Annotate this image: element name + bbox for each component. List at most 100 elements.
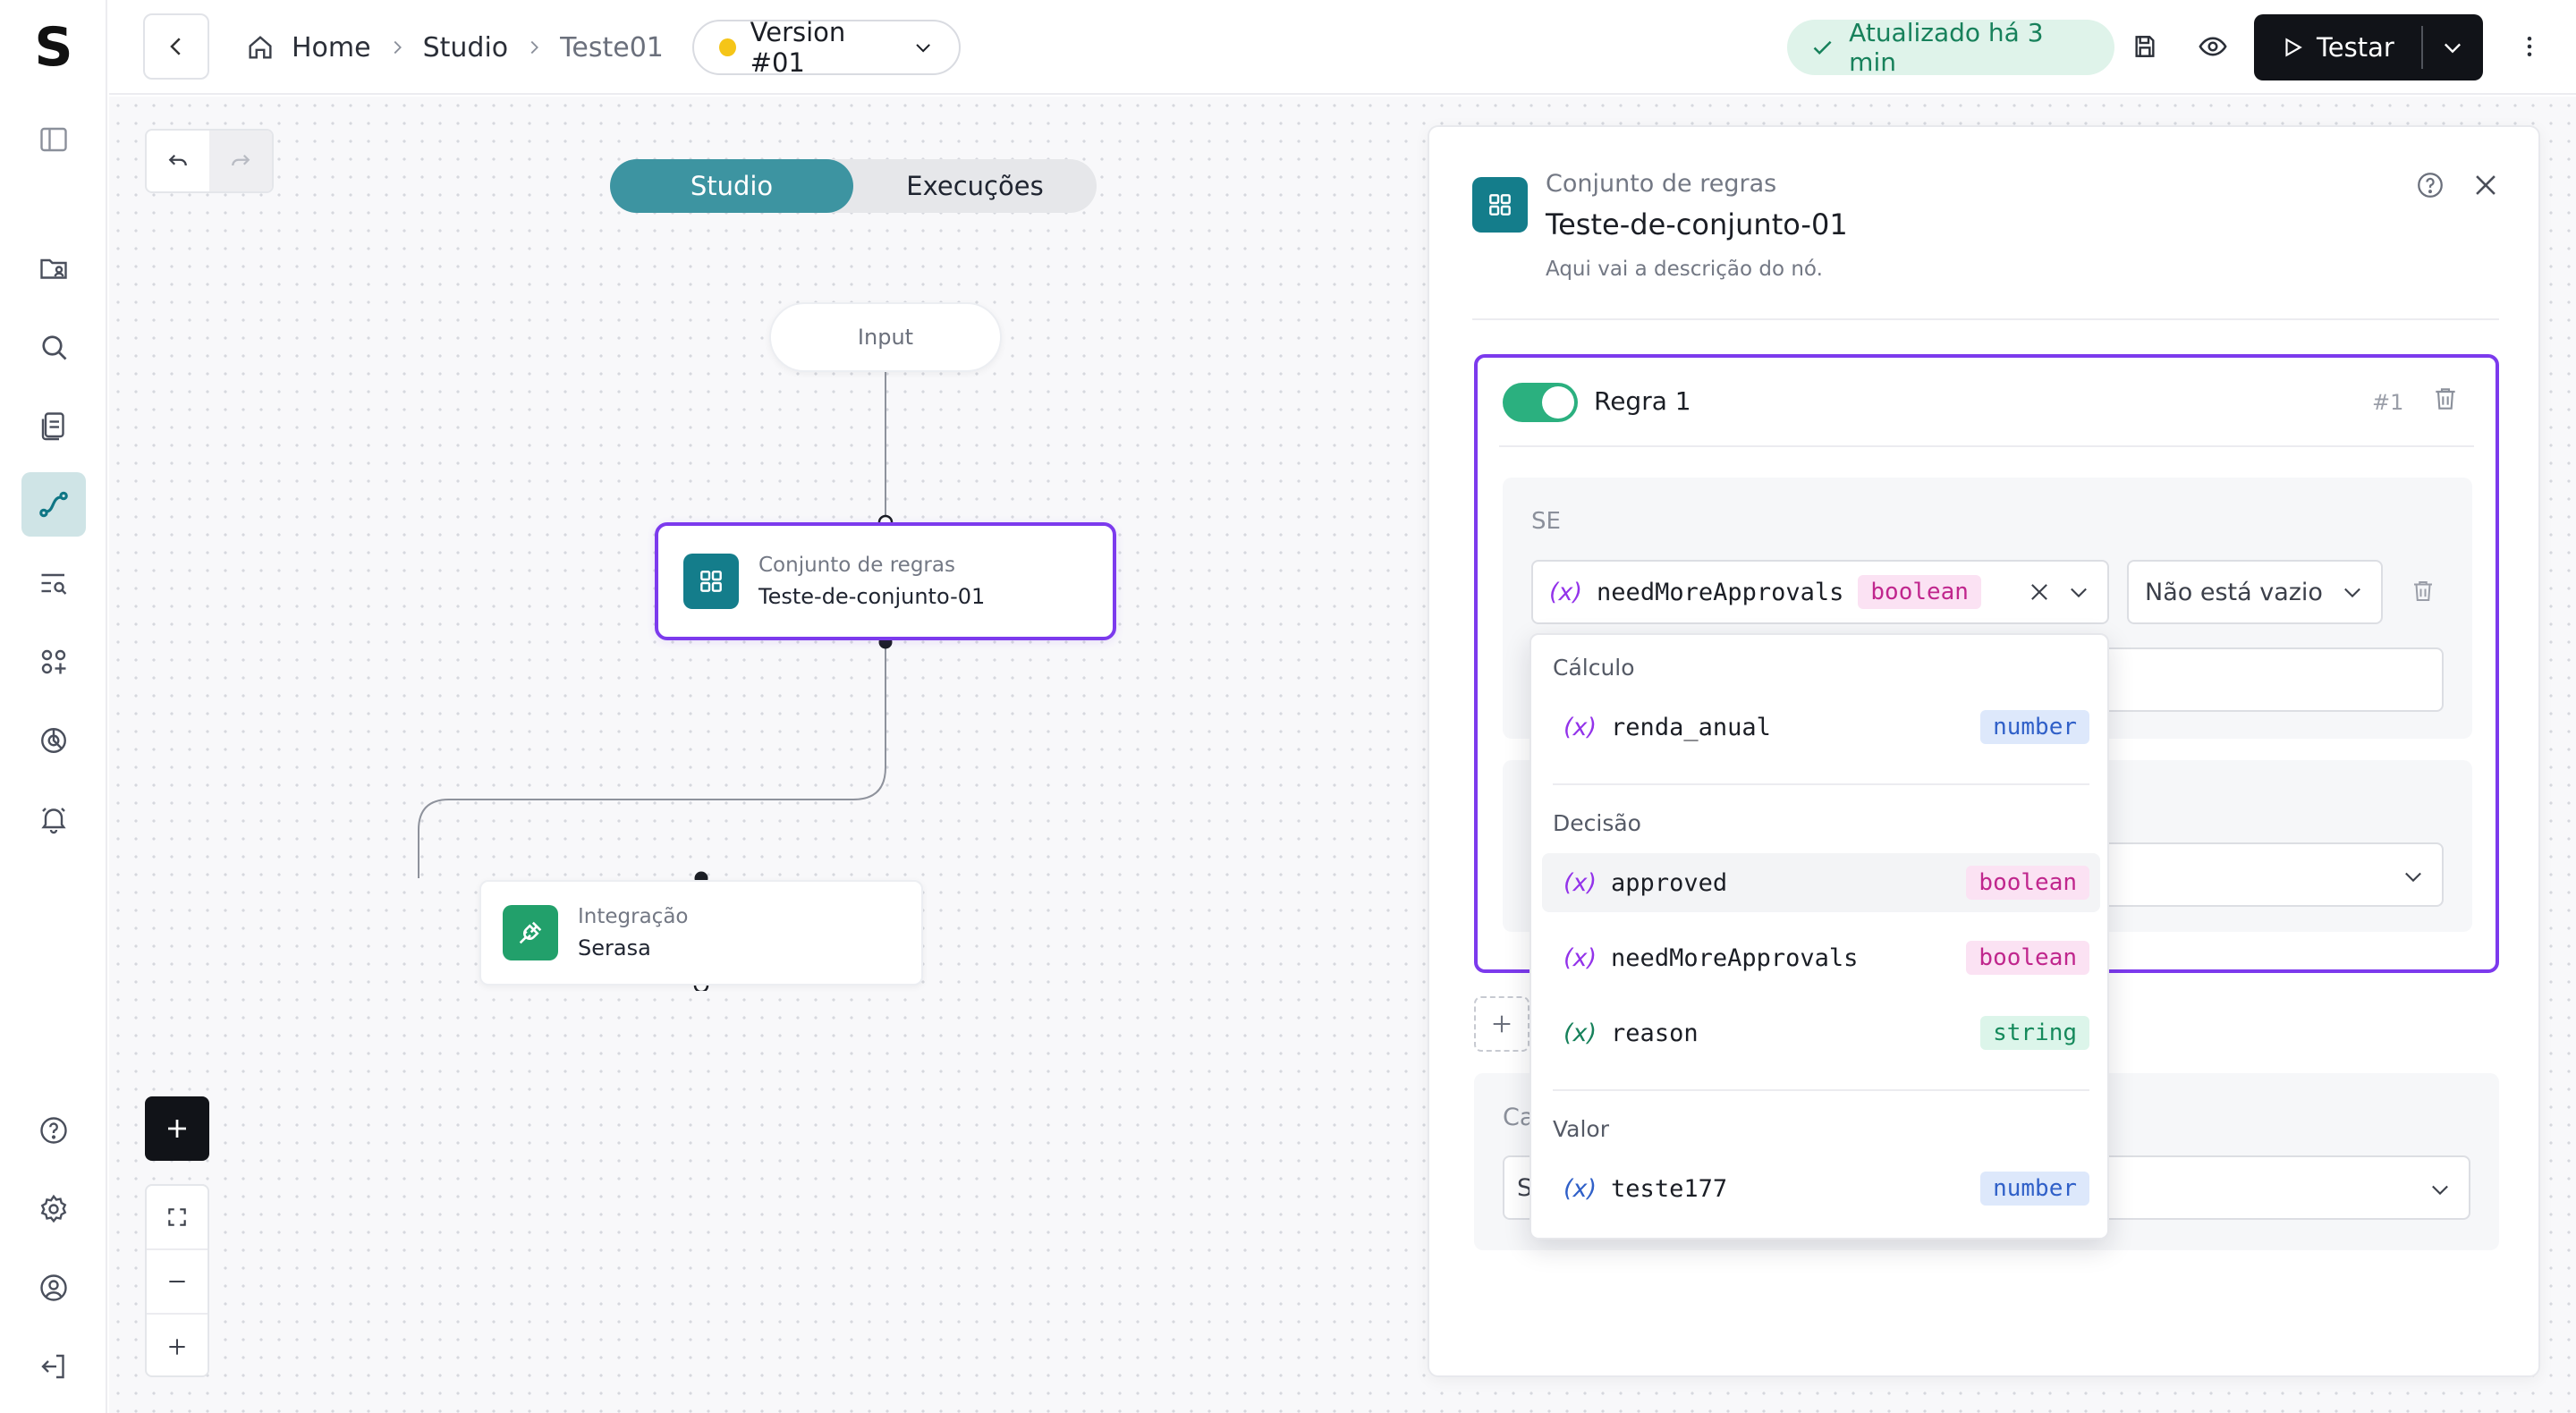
- breadcrumb-home[interactable]: Home: [292, 31, 371, 63]
- test-button[interactable]: Testar: [2254, 14, 2483, 80]
- operator-select[interactable]: Não está vazio: [2127, 560, 2383, 624]
- view-tabs: Studio Execuções: [610, 159, 1097, 213]
- rule-divider: [1499, 445, 2474, 447]
- option-name: reason: [1611, 1019, 1699, 1047]
- back-button[interactable]: [143, 13, 209, 80]
- folder-user-icon[interactable]: [21, 236, 86, 300]
- documents-icon[interactable]: [21, 393, 86, 458]
- logout-icon[interactable]: [21, 1334, 86, 1399]
- home-icon[interactable]: [245, 32, 275, 63]
- breadcrumb-studio[interactable]: Studio: [422, 31, 509, 63]
- redo-button[interactable]: [209, 131, 272, 191]
- chevron-left-icon: [170, 38, 181, 55]
- chart-pie-icon[interactable]: [21, 708, 86, 773]
- variable-icon: (x): [1563, 1174, 1597, 1203]
- option-name: approved: [1611, 868, 1728, 897]
- search-icon[interactable]: [21, 315, 86, 379]
- variable-icon: (x): [1563, 868, 1597, 897]
- chevron-down-icon: [916, 44, 930, 53]
- help-icon[interactable]: [21, 1098, 86, 1163]
- tab-executions[interactable]: Execuções: [906, 171, 1044, 201]
- panel-description[interactable]: Aqui vai a descrição do nó.: [1546, 258, 1823, 281]
- zoom-controls: [145, 1184, 209, 1377]
- bell-icon[interactable]: [21, 787, 86, 851]
- dropdown-option[interactable]: (x) reason string: [1542, 1003, 2100, 1062]
- dropdown-option[interactable]: (x) needMoreApprovals boolean: [1542, 928, 2100, 987]
- option-type-badge: number: [1980, 710, 2089, 744]
- dropdown-group-label: Decisão: [1553, 810, 1641, 836]
- rule-enabled-toggle[interactable]: [1503, 383, 1578, 422]
- condition-label: SE: [1531, 508, 1561, 535]
- fit-view-button[interactable]: [147, 1186, 208, 1250]
- panel-divider: [1472, 318, 2499, 320]
- preview-eye-icon[interactable]: [2191, 25, 2234, 68]
- rule-name[interactable]: Regra 1: [1594, 386, 1691, 416]
- fallback-value: S: [1517, 1173, 1533, 1202]
- sidebar: S: [0, 0, 107, 1413]
- help-circle-icon[interactable]: [2415, 170, 2445, 200]
- option-type-badge: boolean: [1966, 941, 2089, 975]
- edge-rules-to-integration: [418, 642, 886, 878]
- minus-icon: [169, 1281, 185, 1282]
- toggle-sidebar-icon[interactable]: [21, 107, 86, 172]
- variable-select[interactable]: (x) needMoreApprovals boolean: [1531, 560, 2109, 624]
- flow-icon[interactable]: [21, 472, 86, 537]
- version-selector[interactable]: Version #01: [692, 17, 961, 78]
- fit-view-icon: [168, 1208, 186, 1226]
- save-icon[interactable]: [2123, 25, 2166, 68]
- chevron-down-icon: [2445, 43, 2462, 54]
- settings-icon[interactable]: [21, 1177, 86, 1241]
- check-icon: [1813, 40, 1832, 55]
- play-icon: [2285, 38, 2302, 57]
- test-run-button[interactable]: Testar: [2254, 14, 2421, 80]
- tab-studio[interactable]: Studio: [610, 159, 853, 213]
- dropdown-divider: [1553, 783, 2089, 785]
- grid-icon: [1472, 177, 1528, 233]
- chevron-right-icon: [387, 38, 407, 57]
- close-icon[interactable]: [2470, 170, 2501, 200]
- variable-icon: (x): [1549, 578, 1583, 606]
- undo-button[interactable]: [147, 131, 209, 191]
- variable-icon: (x): [1563, 943, 1597, 972]
- plug-icon: [503, 905, 558, 960]
- list-search-icon[interactable]: [21, 551, 86, 615]
- version-label: Version #01: [750, 17, 846, 78]
- dropdown-option[interactable]: (x) approved boolean: [1542, 853, 2100, 912]
- clear-icon[interactable]: [2027, 580, 2052, 605]
- option-type-badge: number: [1980, 1172, 2089, 1206]
- user-icon[interactable]: [21, 1256, 86, 1320]
- test-options-button[interactable]: [2423, 14, 2483, 80]
- zoom-out-button[interactable]: [147, 1250, 208, 1315]
- option-name: needMoreApprovals: [1611, 943, 1859, 972]
- dropdown-group-label: Valor: [1553, 1116, 1610, 1142]
- plus-icon: [169, 1339, 185, 1355]
- chevron-down-icon[interactable]: [2066, 580, 2091, 605]
- redo-icon: [232, 154, 250, 166]
- rules-node[interactable]: Conjunto de regras Teste-de-conjunto-01: [655, 522, 1116, 640]
- dropdown-option[interactable]: (x) renda_anual number: [1542, 698, 2100, 757]
- input-node[interactable]: Input: [769, 302, 1002, 372]
- toggle-knob: [1542, 386, 1574, 419]
- dropdown-option[interactable]: (x) teste177 number: [1542, 1159, 2100, 1218]
- save-status-text: Atualizado há 3 min: [1849, 18, 2044, 77]
- chevron-down-icon: [2401, 864, 2426, 889]
- operator-value: Não está vazio: [2145, 578, 2323, 606]
- trash-icon[interactable]: [2431, 385, 2460, 413]
- chevron-right-icon: [524, 38, 544, 57]
- option-type-badge: boolean: [1966, 866, 2089, 900]
- panel-title[interactable]: Teste-de-conjunto-01: [1546, 207, 1848, 241]
- option-name: renda_anual: [1611, 713, 1771, 741]
- app-logo[interactable]: S: [34, 16, 73, 79]
- chevron-down-icon: [2428, 1177, 2453, 1202]
- test-label: Testar: [2317, 32, 2394, 63]
- more-vertical-icon[interactable]: [2508, 25, 2551, 68]
- zoom-in-button[interactable]: [147, 1315, 208, 1379]
- breadcrumb: Home Studio Teste01: [245, 0, 664, 95]
- integration-node[interactable]: Integração Serasa: [479, 880, 923, 986]
- undo-icon: [168, 154, 187, 166]
- apps-icon[interactable]: [21, 630, 86, 694]
- add-rule-button[interactable]: [1474, 996, 1530, 1052]
- chevron-down-icon: [2344, 588, 2360, 598]
- add-node-button[interactable]: [145, 1096, 209, 1161]
- trash-icon[interactable]: [2410, 578, 2436, 605]
